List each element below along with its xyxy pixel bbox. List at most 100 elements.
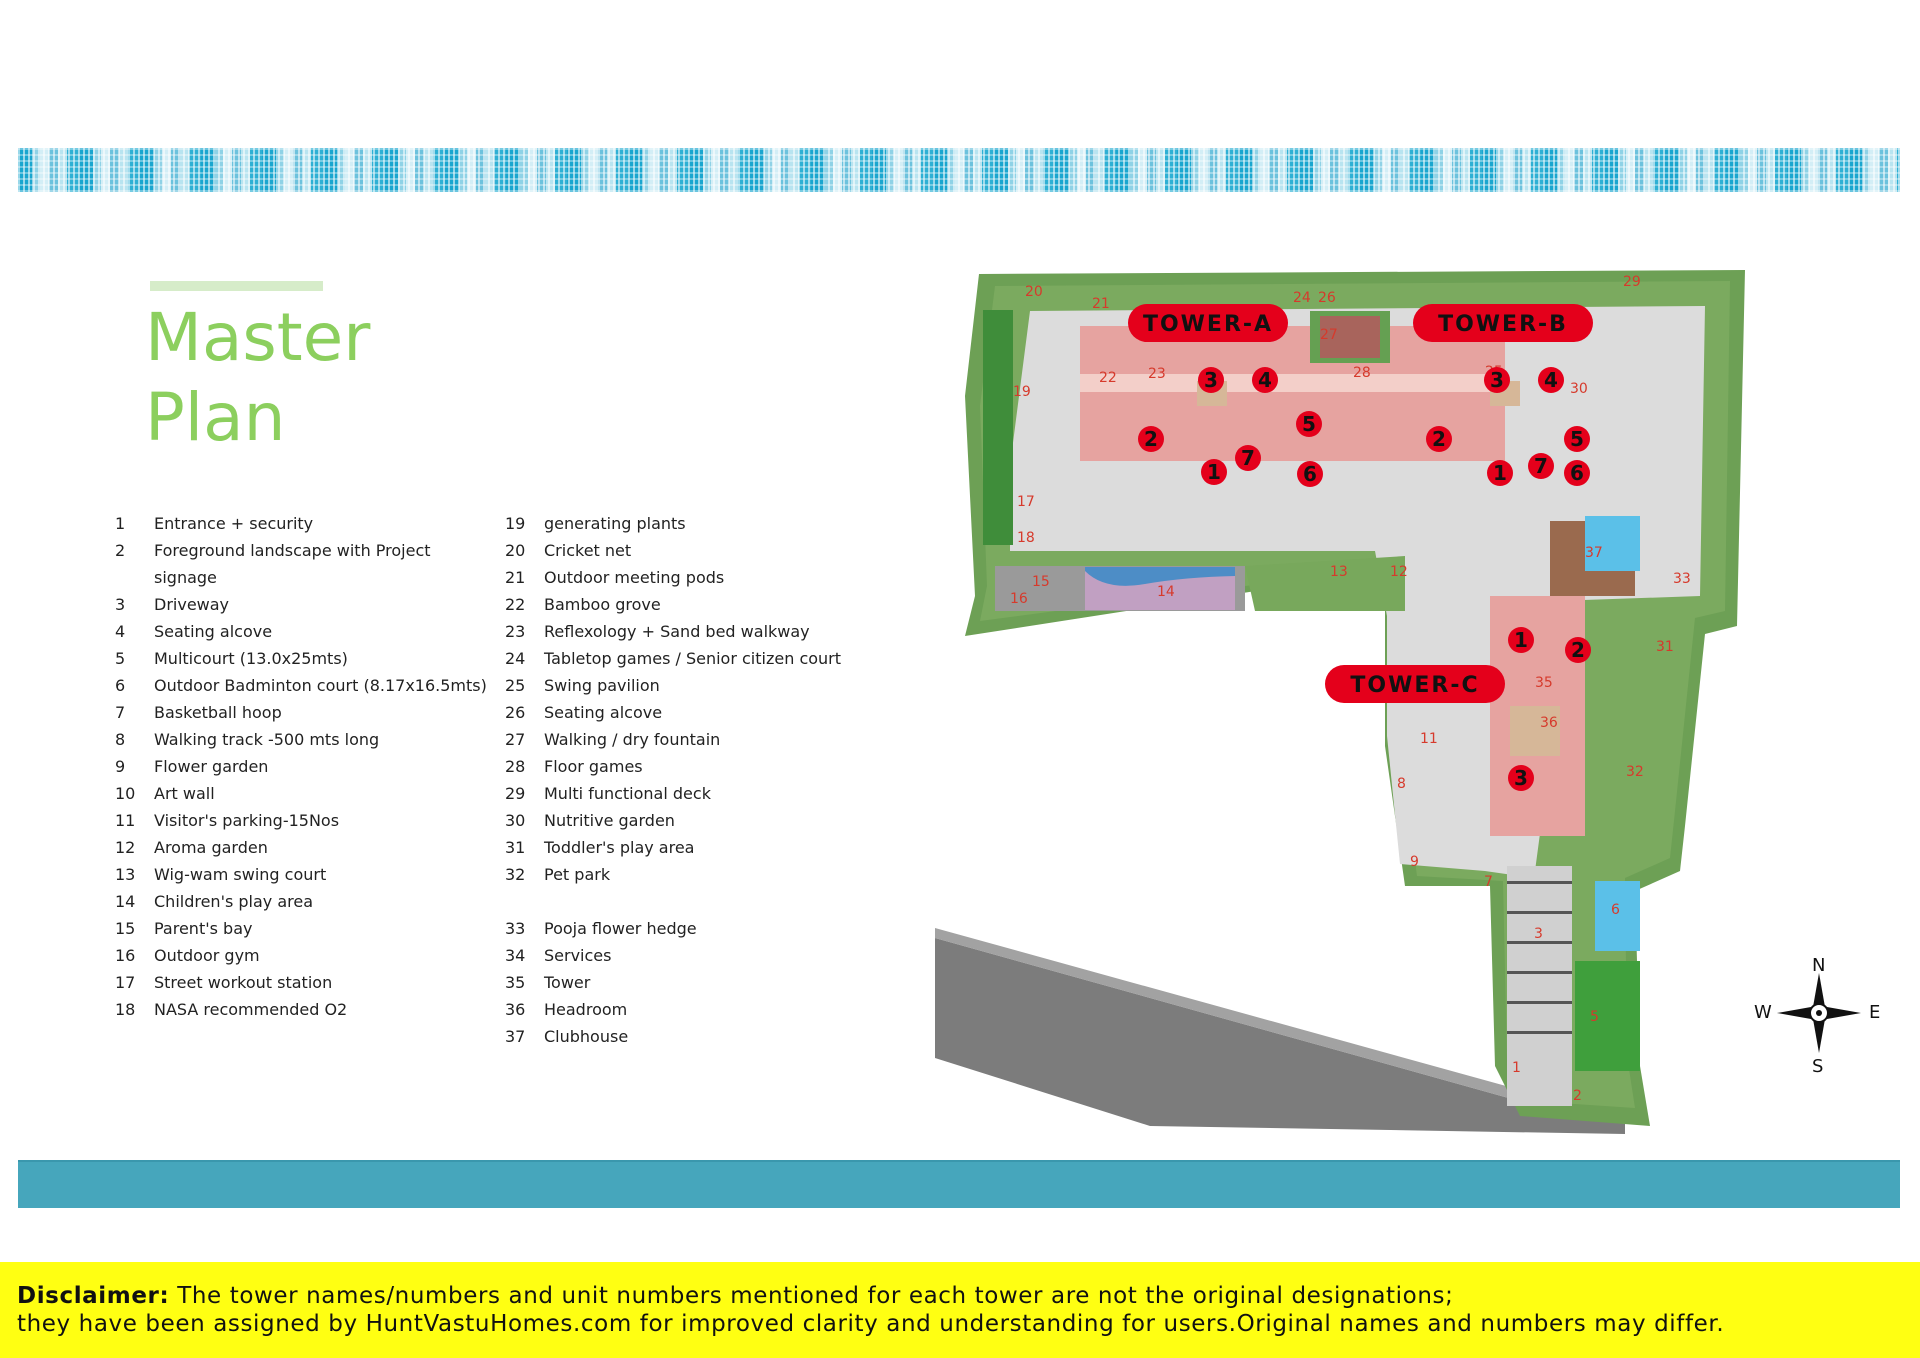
legend-label: Seating alcove bbox=[154, 622, 273, 641]
bottom-band bbox=[18, 1160, 1900, 1208]
legend-number: 25 bbox=[505, 676, 526, 695]
legend-label: Wig-wam swing court bbox=[154, 865, 327, 884]
badminton-court bbox=[1595, 881, 1640, 951]
title-line-1: Master bbox=[145, 299, 371, 376]
legend-label: Outdoor Badminton court (8.17x16.5mts) bbox=[154, 676, 487, 695]
unit-number: 3 bbox=[1204, 368, 1218, 392]
legend-label: Basketball hoop bbox=[154, 703, 282, 722]
road-edge bbox=[935, 928, 1625, 1124]
area-number: 23 bbox=[1148, 366, 1166, 382]
legend-number: 1 bbox=[115, 514, 126, 533]
legend-label: Bamboo grove bbox=[544, 595, 661, 614]
unit-number: 2 bbox=[1432, 427, 1446, 451]
entrance-driveway bbox=[1507, 866, 1572, 1106]
legend-label: Street workout station bbox=[154, 973, 333, 992]
unit-number: 2 bbox=[1144, 427, 1158, 451]
unit-marker: 1 bbox=[1201, 459, 1227, 485]
compass-south: S bbox=[1812, 1056, 1824, 1077]
legend-label: Pooja flower hedge bbox=[544, 919, 697, 938]
legend-label: Walking / dry fountain bbox=[544, 730, 721, 749]
legend-number: 32 bbox=[505, 865, 526, 884]
legend-number: 16 bbox=[115, 946, 136, 965]
tower-a-text: TOWER-A bbox=[1143, 312, 1273, 337]
area-number: 26 bbox=[1318, 290, 1336, 306]
play-area-curve bbox=[1085, 571, 1235, 610]
unit-number: 3 bbox=[1514, 766, 1528, 790]
area-number: 2 bbox=[1573, 1088, 1582, 1104]
area-number: 3 bbox=[1534, 926, 1543, 942]
area-number: 11 bbox=[1420, 731, 1438, 747]
disclaimer-line-1: The tower names/numbers and unit numbers… bbox=[169, 1283, 1454, 1309]
unit-marker: 3 bbox=[1198, 367, 1224, 393]
compass-west: W bbox=[1754, 1002, 1772, 1023]
legend-number: 34 bbox=[505, 946, 526, 965]
legend-label: Tower bbox=[544, 973, 591, 992]
legend-label: Reflexology + Sand bed walkway bbox=[544, 622, 810, 641]
legend-number: 8 bbox=[115, 730, 126, 749]
legend-number: 20 bbox=[505, 541, 526, 560]
area-number: 15 bbox=[1032, 574, 1050, 590]
tower-a-label: TOWER-A bbox=[1128, 304, 1288, 342]
road bbox=[935, 938, 1625, 1134]
compass-north: N bbox=[1812, 955, 1826, 976]
area-number: 12 bbox=[1390, 564, 1408, 580]
legend-number: 26 bbox=[505, 703, 526, 722]
legend-label: Tabletop games / Senior citizen court bbox=[544, 649, 842, 668]
unit-markers: 3 4 2 5 7 1 6 3 4 2 5 7 1 6 1 2 3 bbox=[1138, 367, 1591, 791]
unit-marker: 5 bbox=[1296, 411, 1322, 437]
legend-number: 11 bbox=[115, 811, 136, 830]
tower-b-text: TOWER-B bbox=[1438, 312, 1568, 337]
unit-number: 3 bbox=[1490, 368, 1504, 392]
legend-number: 15 bbox=[115, 919, 136, 938]
area-number: 18 bbox=[1017, 530, 1035, 546]
legend-label: generating plants bbox=[544, 514, 686, 533]
unit-number: 4 bbox=[1258, 368, 1272, 392]
legend-number: 4 bbox=[115, 622, 126, 641]
compass-icon bbox=[1777, 973, 1861, 1053]
legend-label: Children's play area bbox=[154, 892, 314, 911]
legend-number: 29 bbox=[505, 784, 526, 803]
legend-label: Walking track -500 mts long bbox=[154, 730, 380, 749]
area-number: 29 bbox=[1623, 274, 1641, 290]
unit-marker: 6 bbox=[1297, 461, 1323, 487]
area-number: 5 bbox=[1590, 1009, 1599, 1025]
unit-marker: 5 bbox=[1564, 426, 1590, 452]
disclaimer-line-2: they have been assigned by HuntVastuHome… bbox=[17, 1311, 1725, 1337]
unit-marker: 1 bbox=[1487, 460, 1513, 486]
legend-label: Cricket net bbox=[544, 541, 632, 560]
unit-number: 6 bbox=[1570, 461, 1584, 485]
legend-label: NASA recommended O2 bbox=[154, 1000, 348, 1019]
unit-number: 1 bbox=[1207, 460, 1221, 484]
legend-label: Floor games bbox=[544, 757, 643, 776]
compass-rose: N S W E bbox=[1745, 955, 1895, 1077]
unit-marker: 2 bbox=[1426, 426, 1452, 452]
west-parking-strip bbox=[983, 310, 1013, 545]
disclaimer-label: Disclaimer: bbox=[17, 1283, 170, 1309]
tower-b-label: TOWER-B bbox=[1413, 304, 1593, 342]
legend-label: Foreground landscape with Project bbox=[154, 541, 431, 560]
legend-number: 18 bbox=[115, 1000, 136, 1019]
area-number: 20 bbox=[1025, 284, 1043, 300]
legend-label: signage bbox=[154, 568, 217, 587]
legend-number: 6 bbox=[115, 676, 126, 695]
legend-number: 9 bbox=[115, 757, 126, 776]
page-title: Master Plan bbox=[145, 298, 370, 458]
unit-marker: 1 bbox=[1508, 627, 1534, 653]
legend-number: 17 bbox=[115, 973, 136, 992]
unit-number: 4 bbox=[1544, 368, 1558, 392]
unit-marker: 4 bbox=[1538, 367, 1564, 393]
legend-label: Pet park bbox=[544, 865, 611, 884]
area-number: 30 bbox=[1570, 381, 1588, 397]
legend-label: Flower garden bbox=[154, 757, 269, 776]
clubhouse-pool bbox=[1585, 516, 1640, 571]
area-number: 27 bbox=[1320, 327, 1338, 343]
unit-marker: 6 bbox=[1564, 460, 1590, 486]
area-number: 9 bbox=[1410, 854, 1419, 870]
legend-label: Outdoor meeting pods bbox=[544, 568, 725, 587]
area-number: 8 bbox=[1397, 776, 1406, 792]
legend-label: Visitor's parking-15Nos bbox=[154, 811, 340, 830]
legend-number: 35 bbox=[505, 973, 526, 992]
legend-label: Art wall bbox=[154, 784, 215, 803]
garden-strip bbox=[1245, 556, 1405, 611]
floor-games-deck bbox=[1320, 316, 1380, 358]
